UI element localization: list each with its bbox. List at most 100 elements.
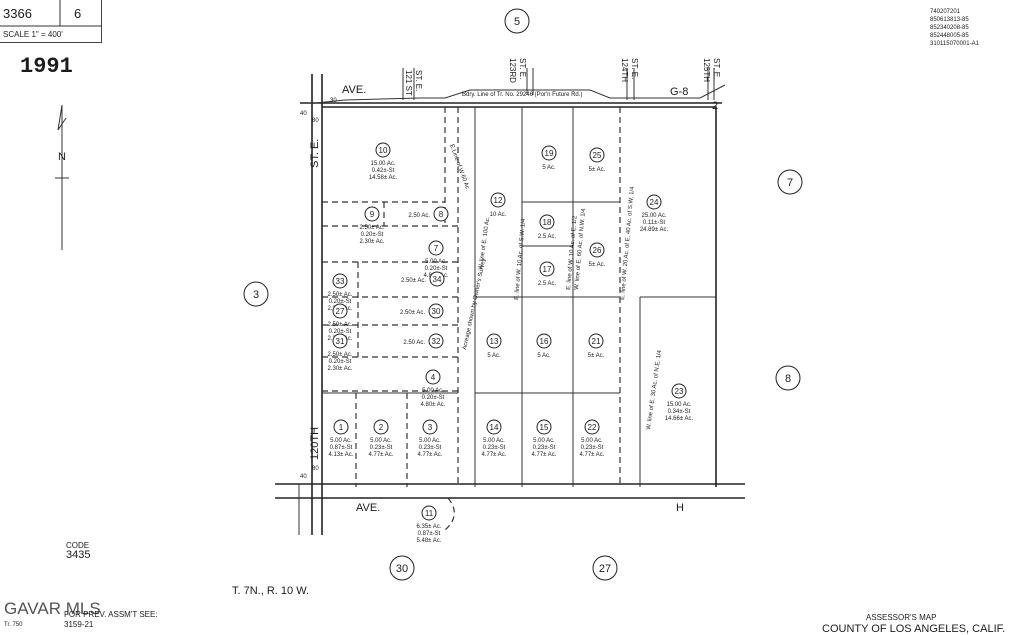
parcel-number-circle <box>332 273 348 289</box>
note-w-line-e30: W. line of E. 30 Ac. of N.E. 1/4 <box>646 349 663 430</box>
parcel-acreage: 4.80± Ac. <box>421 402 446 408</box>
parcel-13[interactable]: 135 Ac. <box>486 333 502 359</box>
adjacent-map-7[interactable]: 7 <box>777 169 803 195</box>
adjacent-map-5[interactable]: 5 <box>504 8 530 34</box>
mls-watermark: GAVAR MLS <box>4 599 101 618</box>
parcel-number-circle <box>429 271 445 287</box>
parcel-number-circle <box>333 419 349 435</box>
parcel-acreage: 4.77± Ac. <box>369 452 394 458</box>
parcel-26[interactable]: 265± Ac. <box>589 242 606 268</box>
parcel-number-circle <box>646 194 662 210</box>
parcel-number: 9 <box>370 210 375 219</box>
parcel-1[interactable]: 15.00 Ac.0.87±-St4.13± Ac. <box>329 419 354 458</box>
parcel-number: 11 <box>425 509 434 518</box>
parcel-number-circle <box>332 333 348 349</box>
parcel-acreage: 2.50± Ac. <box>401 278 426 284</box>
page-number: 6 <box>74 6 81 21</box>
adjacent-map-30[interactable]: 30 <box>389 555 415 581</box>
corner-2: 2 <box>712 100 718 112</box>
note-e-line-w10-sw: E. line of W. 10 Ac. of S.W. 1/4 <box>514 218 527 300</box>
parcel-number-circle <box>421 505 437 521</box>
parcel-number: 10 <box>379 146 388 155</box>
code-line-5: 310115070001-A1 <box>930 41 980 47</box>
parcel-30[interactable]: 302.50± Ac. <box>400 303 444 319</box>
parcel-acreage: 5 Ac. <box>542 165 556 171</box>
parcel-19[interactable]: 195 Ac. <box>541 145 557 171</box>
parcel-22[interactable]: 225.00 Ac.0.23±-St4.77± Ac. <box>580 419 605 458</box>
parcel-acreage: 0.87±-St <box>330 445 353 451</box>
svg-text:7: 7 <box>787 177 793 189</box>
header-box <box>0 0 102 43</box>
parcel-11[interactable]: 11 6.35± Ac.0.87±-St5.48± Ac. <box>417 505 442 544</box>
parcel-acreage: 6.35± Ac. <box>417 524 442 530</box>
parcel-number: 7 <box>434 244 439 253</box>
parcel-acreage: 14.58± Ac. <box>369 175 398 181</box>
parcel-acreage: 2.50 Ac. <box>403 340 425 346</box>
parcel-acreage: 5.00 Ac. <box>330 438 352 444</box>
parcel-acreage: 0.20±-St <box>425 266 448 272</box>
parcel-34[interactable]: 342.50± Ac. <box>401 271 445 287</box>
parcel-number: 33 <box>336 277 345 286</box>
parcel-number-circle <box>425 369 441 385</box>
parcel-number: 3 <box>428 423 433 432</box>
parcel-number: 26 <box>593 246 602 255</box>
parcel-14[interactable]: 145.00 Ac.0.23±-St4.77± Ac. <box>482 419 507 458</box>
svg-text:5: 5 <box>514 16 520 28</box>
parcel-number: 15 <box>540 423 549 432</box>
parcel-25[interactable]: 255± Ac. <box>589 147 606 173</box>
book-number: 3366 <box>3 6 32 21</box>
parcel-acreage: 5 Ac. <box>487 353 501 359</box>
parcel-acreage: 5 Ac. <box>537 353 551 359</box>
parcel-number: 22 <box>588 423 597 432</box>
code-label: CODE <box>66 541 89 550</box>
street-125th-ste-label: ST. E. <box>712 58 721 79</box>
parcel-15[interactable]: 155.00 Ac.0.23±-St4.77± Ac. <box>532 419 557 458</box>
parcel-number-circle <box>422 419 438 435</box>
parcel-acreage: 2.50± Ac. <box>328 292 353 298</box>
parcel-2[interactable]: 25.00 Ac.0.23±-St4.77± Ac. <box>369 419 394 458</box>
adjacent-map-3[interactable]: 3 <box>243 281 269 307</box>
parcel-acreage: 5.00 Ac. <box>483 438 505 444</box>
parcel-acreage: 2.50± Ac. <box>360 225 385 231</box>
parcel-4[interactable]: 45.00 Ac.0.20±-St4.80± Ac. <box>421 369 446 408</box>
adjacent-map-8[interactable]: 8 <box>775 365 801 391</box>
street-123rd-ste-label: ST. E. <box>518 58 527 79</box>
parcel-acreage: 0.23±-St <box>533 445 556 451</box>
parcel-acreage: 0.20±-St <box>361 232 384 238</box>
parcel-31[interactable]: 312.50± Ac.0.20±-St2.30± Ac. <box>328 333 353 372</box>
dim-30-top: 30 <box>330 98 337 104</box>
parcel-acreage: 2.5 Ac. <box>538 281 557 287</box>
parcel-number: 1 <box>339 423 344 432</box>
parcel-number: 18 <box>543 218 552 227</box>
parcel-acreage: 15.00 Ac. <box>666 402 691 408</box>
street-124th-label: 124TH <box>620 58 629 82</box>
parcel-acreage: 0.20±-St <box>329 359 352 365</box>
adjacent-map-27[interactable]: 27 <box>592 555 618 581</box>
parcel-16[interactable]: 165 Ac. <box>536 333 552 359</box>
parcel-acreage: 0.23±-St <box>419 445 442 451</box>
street-121st-ste-label: ST. E. <box>414 70 423 91</box>
parcel-number-circle <box>671 383 687 399</box>
parcel-21[interactable]: 215± Ac. <box>588 333 605 359</box>
parcel-acreage: 0.87±-St <box>418 531 441 537</box>
parcel-17[interactable]: 172.5 Ac. <box>538 261 557 287</box>
parcel-number: 14 <box>490 423 499 432</box>
parcel-3[interactable]: 35.00 Ac.0.23±-St4.77± Ac. <box>418 419 443 458</box>
parcel-acreage: 5.48± Ac. <box>417 538 442 544</box>
parcel-9[interactable]: 92.50± Ac.0.20±-St2.30± Ac. <box>360 206 385 245</box>
bottom-ave-label: AVE. <box>356 502 380 514</box>
parcel-number-circle <box>536 333 552 349</box>
boundary-note: Bdry. Line of Tr. No. 29246 (Por'n Futur… <box>462 92 582 98</box>
parcel-32[interactable]: 322.50 Ac. <box>403 333 444 349</box>
parcel-acreage: 5.00 Ac. <box>419 438 441 444</box>
parcel-acreage: 10 Ac. <box>490 212 507 218</box>
parcel-acreage: 2.50 Ac. <box>408 213 430 219</box>
note-e-line-w20: E. line of W. 20 Ac. of E. 40 Ac. of S.W… <box>620 186 636 300</box>
parcel-18[interactable]: 182.5 Ac. <box>538 214 557 240</box>
parcel-8[interactable]: 82.50 Ac. <box>408 206 449 222</box>
